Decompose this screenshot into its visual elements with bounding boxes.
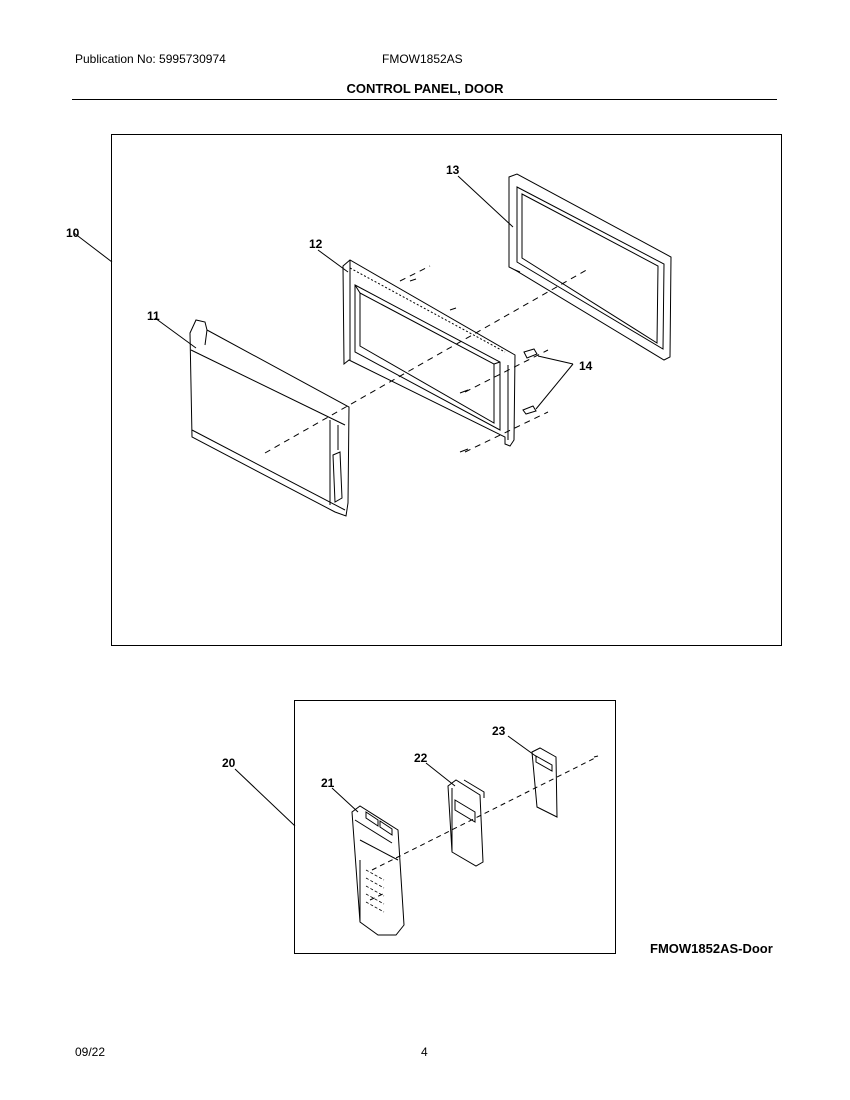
callout-20: 20 bbox=[222, 756, 236, 770]
callout-13: 13 bbox=[446, 163, 460, 177]
control-assembly-lines bbox=[369, 757, 596, 901]
footer-date: 09/22 bbox=[75, 1045, 106, 1059]
part-11-door-panel bbox=[189, 319, 350, 517]
figure-id: FMOW1852AS-Door bbox=[650, 941, 773, 956]
part-14-clips bbox=[522, 348, 538, 415]
callout-14: 14 bbox=[579, 359, 593, 373]
part-13-door-frame bbox=[508, 173, 672, 361]
section-title: CONTROL PANEL, DOOR bbox=[346, 81, 504, 96]
part-23-control-board bbox=[531, 747, 599, 818]
leader-11 bbox=[154, 317, 197, 349]
callout-11: 11 bbox=[147, 309, 160, 323]
page-number: 4 bbox=[421, 1045, 428, 1059]
part-21-control-housing bbox=[351, 805, 405, 936]
header-rule bbox=[72, 99, 777, 100]
callout-10: 10 bbox=[66, 226, 80, 240]
leader-20 bbox=[234, 768, 296, 827]
callout-23: 23 bbox=[492, 724, 506, 738]
leader-22 bbox=[425, 762, 456, 787]
control-panel-frame bbox=[294, 700, 616, 954]
leader-14b bbox=[535, 363, 574, 410]
part-22-bracket bbox=[447, 779, 485, 867]
callout-22: 22 bbox=[414, 751, 428, 765]
callout-21: 21 bbox=[321, 776, 335, 790]
leader-14a bbox=[537, 355, 574, 365]
door-screws bbox=[409, 278, 469, 453]
publication-number: Publication No: 5995730974 bbox=[75, 52, 226, 66]
leader-21 bbox=[331, 787, 359, 813]
model-number: FMOW1852AS bbox=[382, 52, 463, 66]
leader-10 bbox=[73, 232, 113, 263]
door-assembly-frame bbox=[111, 134, 782, 646]
door-assembly-lines bbox=[264, 265, 591, 454]
part-12-inner-door bbox=[342, 259, 516, 447]
callout-12: 12 bbox=[309, 237, 323, 251]
leader-13 bbox=[457, 175, 514, 228]
